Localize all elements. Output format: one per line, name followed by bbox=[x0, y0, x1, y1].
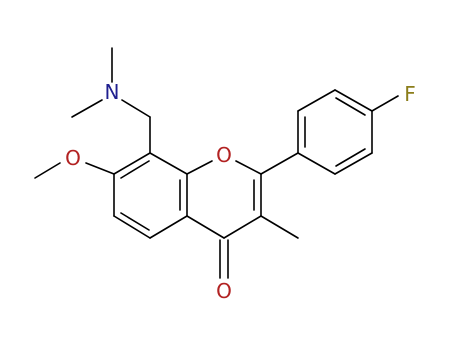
bond-c4a-c5 bbox=[149, 215, 188, 239]
bond-phenyl-3-4 bbox=[334, 89, 373, 112]
bond-phenyl-to-f bbox=[371, 95, 399, 112]
bond-phenyl-5-6-inner bbox=[335, 148, 366, 167]
atom-label-o-methoxy: O bbox=[65, 146, 81, 170]
bond-c8-c8a bbox=[149, 152, 188, 175]
bond-c7-to-o-methoxy bbox=[85, 162, 115, 175]
bond-c7-c8 bbox=[113, 152, 151, 175]
bond-o-methoxy-to-methyl bbox=[34, 162, 61, 179]
atom-label-o-carbonyl: O bbox=[216, 279, 232, 303]
bond-c4-c4a bbox=[186, 215, 225, 239]
bond-n-to-methyl-left bbox=[71, 99, 103, 118]
bond-o1-c2 bbox=[235, 160, 262, 175]
bond-c5-c6-inner bbox=[120, 212, 150, 231]
bond-c5-c6 bbox=[113, 215, 151, 239]
bond-c3-c4 bbox=[223, 215, 262, 239]
atom-label-o-ring: O bbox=[216, 143, 232, 167]
bond-phenyl-5-6 bbox=[334, 152, 373, 175]
bond-c2-to-phenyl bbox=[260, 152, 299, 175]
bond-c7-c8-inner bbox=[120, 160, 150, 179]
atom-label-n: N bbox=[105, 80, 120, 104]
bond-phenyl-6-1 bbox=[297, 152, 336, 175]
bond-phenyl-3-4-inner bbox=[335, 97, 366, 116]
bond-phenyl-2-3 bbox=[297, 89, 336, 112]
bond-n-to-ch2 bbox=[121, 99, 151, 118]
atom-label-f: F bbox=[404, 82, 416, 106]
bond-c8a-o1 bbox=[186, 160, 213, 175]
bond-c3-methyl bbox=[260, 215, 299, 239]
